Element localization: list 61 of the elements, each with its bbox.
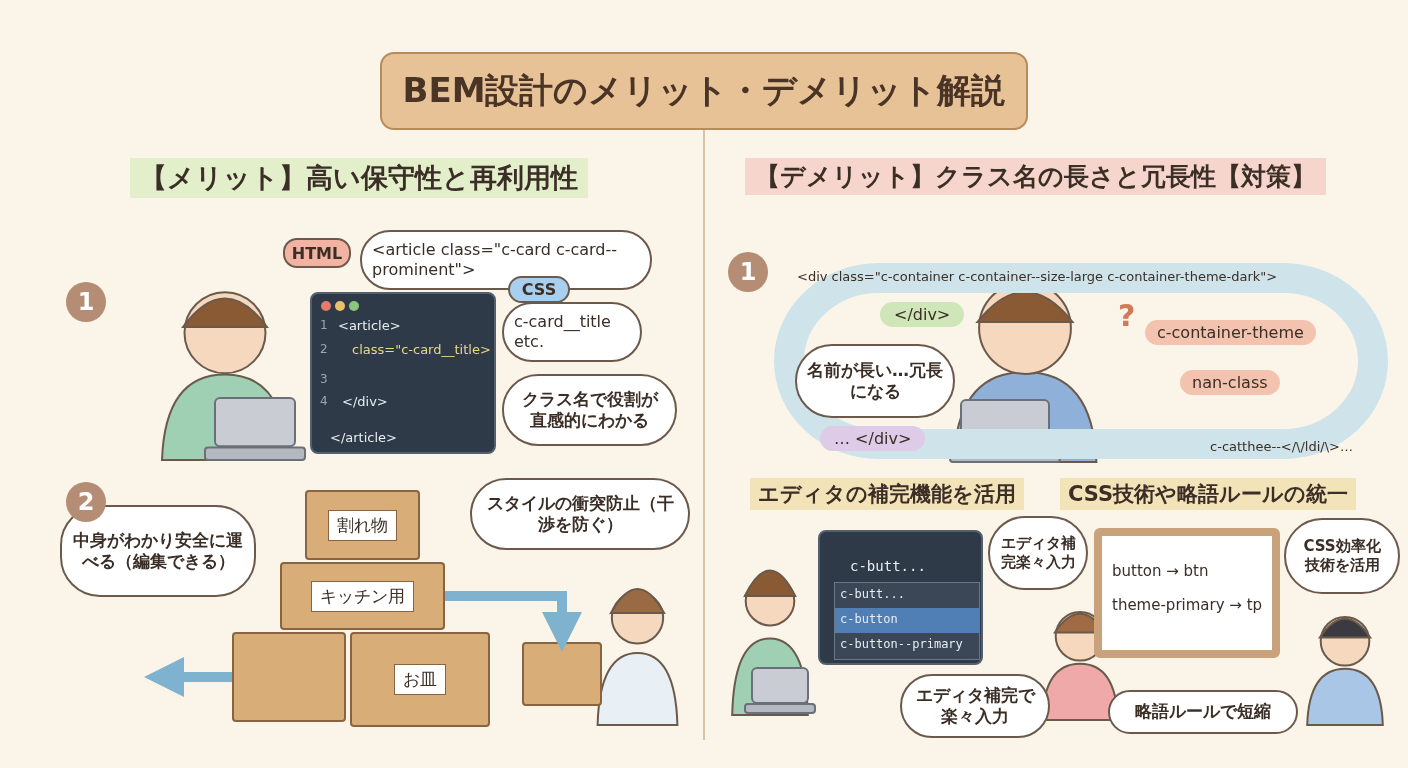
bubble-text: 中身がわかり安全に運べる（編集できる） — [72, 529, 244, 573]
speech-bubble — [502, 302, 642, 362]
arrow — [144, 657, 232, 697]
speech-bubble — [900, 674, 1050, 738]
heading: 【メリット】高い保守性と再利用性 — [130, 158, 588, 198]
bubble-text: エディタ補完楽々入力 — [1000, 534, 1076, 572]
code-window — [310, 292, 496, 454]
heading: CSS技術や略語ルールの統一 — [1060, 478, 1357, 510]
code-line: <article> — [338, 318, 401, 333]
cardboard-box — [522, 642, 602, 706]
line-number: 1 — [320, 318, 328, 332]
language-tag — [508, 276, 570, 303]
arrow — [445, 591, 582, 652]
code-line: </div> — [342, 394, 388, 409]
line-number: 4 — [320, 394, 328, 408]
box-label: 割れ物 — [328, 509, 397, 541]
cardboard-box — [305, 490, 420, 560]
tag-text: CSS — [521, 280, 557, 299]
editor-window — [818, 530, 983, 665]
bubble-text: 略語ルールで短縮 — [1135, 701, 1271, 723]
ribbon-text: <div class="c-container c-container--size-large c-container-theme-dark"> — [797, 269, 1278, 284]
step-number: 2 — [66, 482, 106, 522]
question-mark: ? — [1118, 298, 1136, 333]
code-line: </article> — [330, 430, 397, 445]
speech-bubble — [1108, 690, 1298, 734]
cardboard-box — [350, 632, 490, 727]
bubble-text: 名前が長い…冗長になる — [807, 359, 943, 403]
line-number: 3 — [320, 372, 328, 386]
box-label: キッチン用 — [311, 580, 414, 612]
code-band-text: … </div> — [820, 426, 926, 451]
board-text: theme-primary → tp — [1112, 596, 1263, 614]
autocomplete-item: c-butt... — [839, 586, 907, 603]
box-label: お皿 — [394, 664, 446, 695]
step-number: 1 — [66, 282, 106, 322]
code-ribbon — [775, 262, 1387, 458]
cardboard-box — [280, 562, 445, 630]
cardboard-box — [232, 632, 346, 722]
line-number: 2 — [320, 342, 328, 356]
language-tag — [283, 238, 351, 268]
title-text: BEM設計のメリット・デメリット解説 — [402, 69, 1006, 112]
bubble-text: クラス名で役割が直感的にわかる — [520, 388, 660, 432]
bubble-text: c-card__title etc. — [514, 312, 612, 352]
board-text: button → btn — [1112, 562, 1209, 580]
autocomplete-item: c-button--primary — [839, 636, 964, 653]
whiteboard — [1094, 528, 1280, 658]
bubble-text: エディタ補完で楽々入力 — [914, 684, 1037, 728]
heading: 【デメリット】クラス名の長さと冗長性【対策】 — [745, 158, 1326, 195]
ribbon-text: c-catthee--</\/ldi/\>… — [1210, 439, 1353, 454]
code-band-text: nan-class — [1180, 370, 1280, 395]
thought-bubble — [795, 344, 955, 418]
bubble-text: <article class="c-card c-card--prominent"> — [372, 240, 619, 280]
code-line: class="c-card__title> — [352, 342, 491, 357]
code-band-text: </div> — [880, 302, 965, 327]
bubble-text: CSS効率化技術を活用 — [1302, 537, 1382, 575]
autocomplete-item: c-button — [835, 608, 979, 633]
step-number: 1 — [728, 252, 768, 292]
code-band-text: c-container-theme — [1145, 320, 1316, 345]
bubble-text: スタイルの衝突防止（干渉を防ぐ） — [485, 492, 675, 536]
code-input-text: c-butt... — [850, 558, 926, 574]
heading: エディタの補完機能を活用 — [750, 478, 1024, 510]
tag-text: HTML — [291, 243, 343, 263]
